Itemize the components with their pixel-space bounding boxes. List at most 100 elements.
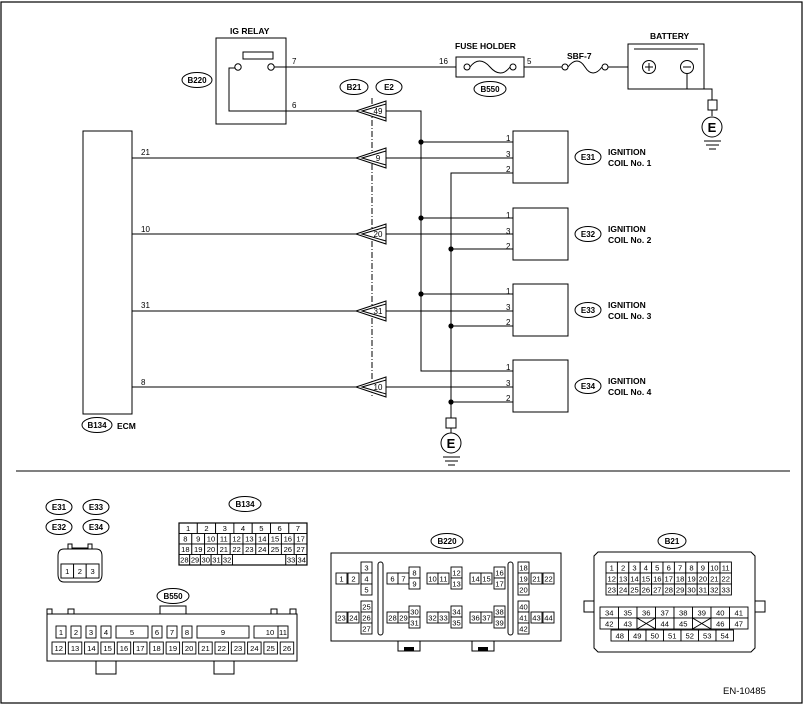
connector-pin-label: 17 xyxy=(495,580,503,589)
connector-pin-label: 5 xyxy=(655,564,659,573)
connector-tag xyxy=(156,588,190,604)
connector-pin-label: 10 xyxy=(207,535,215,544)
connector-pin-label: 21 xyxy=(220,545,228,554)
splice-dot xyxy=(418,215,424,221)
ecm-box xyxy=(82,130,133,415)
coil-name-line1: IGNITION xyxy=(608,300,646,310)
coil-name-line1: IGNITION xyxy=(608,224,646,234)
connector-pin-label: 21 xyxy=(201,644,209,653)
connector-pin-label: 5 xyxy=(130,628,134,637)
connector-pin-label: 31 xyxy=(410,619,418,628)
connector-pin-label: 48 xyxy=(616,632,624,641)
connector-pin-label: 41 xyxy=(519,614,527,623)
connector-tag-label: E32 xyxy=(52,523,67,532)
connector-tag-label: E33 xyxy=(89,503,104,512)
connector-pin-label: 33 xyxy=(721,586,729,595)
connector-tag-label: B220 xyxy=(437,537,457,546)
pin-label: 10 xyxy=(141,225,150,234)
connector-pin-label: 31 xyxy=(699,586,707,595)
connector-pin-label: 1 xyxy=(610,564,614,573)
connector-tag xyxy=(430,533,464,549)
ground-bus-wire xyxy=(450,172,513,403)
fuse-element-icon xyxy=(567,60,603,74)
connector-tag-label: E34 xyxy=(89,523,104,532)
connector-pin-cell xyxy=(116,641,132,655)
connector-pin-label: 25 xyxy=(362,603,370,612)
connector-pin-label: 26 xyxy=(284,545,292,554)
pin-label: 3 xyxy=(506,379,511,388)
connector-pin-cell xyxy=(85,625,97,639)
connector-pin-cell xyxy=(151,625,163,639)
coil-name-line2: COIL No. 2 xyxy=(608,235,652,245)
connector-pin-cell xyxy=(437,572,450,585)
connector-pin-label: 6 xyxy=(278,524,282,533)
connector-pin-label: 8 xyxy=(185,628,189,637)
connector-tag xyxy=(82,519,110,535)
connector-pin-label: 25 xyxy=(630,586,638,595)
connector-pin-label: 1 xyxy=(59,628,63,637)
coil-name-line2: COIL No. 1 xyxy=(608,158,652,168)
pin-label: 20 xyxy=(374,230,383,239)
connector-pin-label: 13 xyxy=(452,580,460,589)
connector-pin-label: 16 xyxy=(495,569,503,578)
connector-pin-cell xyxy=(263,641,278,655)
ground-circle xyxy=(701,116,723,138)
connector-pin-label: 13 xyxy=(245,535,253,544)
connector-pin-label: 23 xyxy=(245,545,253,554)
coil-box xyxy=(512,130,569,184)
connector-pin-label: 8 xyxy=(689,564,693,573)
pin-label: 9 xyxy=(376,154,381,163)
connector-pin-cell xyxy=(715,629,734,642)
connector-tag xyxy=(574,378,602,394)
connector-pin-label: 22 xyxy=(218,644,226,653)
pin-label: 2 xyxy=(506,165,511,174)
coil-name-line2: COIL No. 4 xyxy=(608,387,652,397)
connector-tag xyxy=(574,226,602,242)
connector-pin-label: 34 xyxy=(297,556,305,565)
connector-pin-cell xyxy=(247,641,262,655)
pin-label: 2 xyxy=(506,318,511,327)
coil-name-line1: IGNITION xyxy=(608,147,646,157)
joint-connector-31: 31 xyxy=(354,300,387,322)
ecm: B134 ECM 21 10 31 8 xyxy=(81,130,150,433)
connector-pin-label: 9 xyxy=(412,580,416,589)
connector-tag xyxy=(228,496,262,512)
connector-pin-label: 49 xyxy=(633,632,641,641)
connector-pin-label: 24 xyxy=(258,545,266,554)
connector-pin-label: 23 xyxy=(337,614,345,623)
connector-pin-label: 41 xyxy=(735,609,743,618)
connector-pin-label: 24 xyxy=(349,614,357,623)
connector-pin-cell xyxy=(165,641,181,655)
power-bus-wire xyxy=(386,110,513,372)
connector-pin-label: 8 xyxy=(412,569,416,578)
connector-pin-label: 39 xyxy=(698,609,706,618)
connector-pin-label: 46 xyxy=(716,620,724,629)
connector-pin-cell xyxy=(450,577,463,590)
connector-pin-cell xyxy=(347,611,360,624)
connector-pin-label: 28 xyxy=(180,556,188,565)
connector-tag xyxy=(181,72,213,88)
connector-pin-label: 21 xyxy=(710,575,718,584)
ground-label: E xyxy=(708,120,717,135)
connector-pin-label: 12 xyxy=(55,644,63,653)
connector-pin-label: 9 xyxy=(701,564,705,573)
coil-box xyxy=(512,359,569,413)
relay-contact-icon xyxy=(234,63,242,71)
connector-pin-cell xyxy=(493,577,506,590)
connector-pin-label: 26 xyxy=(362,614,370,623)
connector-pin-label: 20 xyxy=(519,586,527,595)
coil-name-line1: IGNITION xyxy=(608,376,646,386)
connector-pin-label: 18 xyxy=(519,564,527,573)
connector-pin-cell xyxy=(181,641,197,655)
connector-pin-label: 7 xyxy=(170,628,174,637)
pin-label: 10 xyxy=(374,383,383,392)
pin-label: 3 xyxy=(506,303,511,312)
connector-pin-label: 7 xyxy=(401,575,405,584)
connector-pin-label: 3 xyxy=(364,564,368,573)
connector-pin-label: 20 xyxy=(185,644,193,653)
connector-pin-label: 10 xyxy=(266,628,274,637)
